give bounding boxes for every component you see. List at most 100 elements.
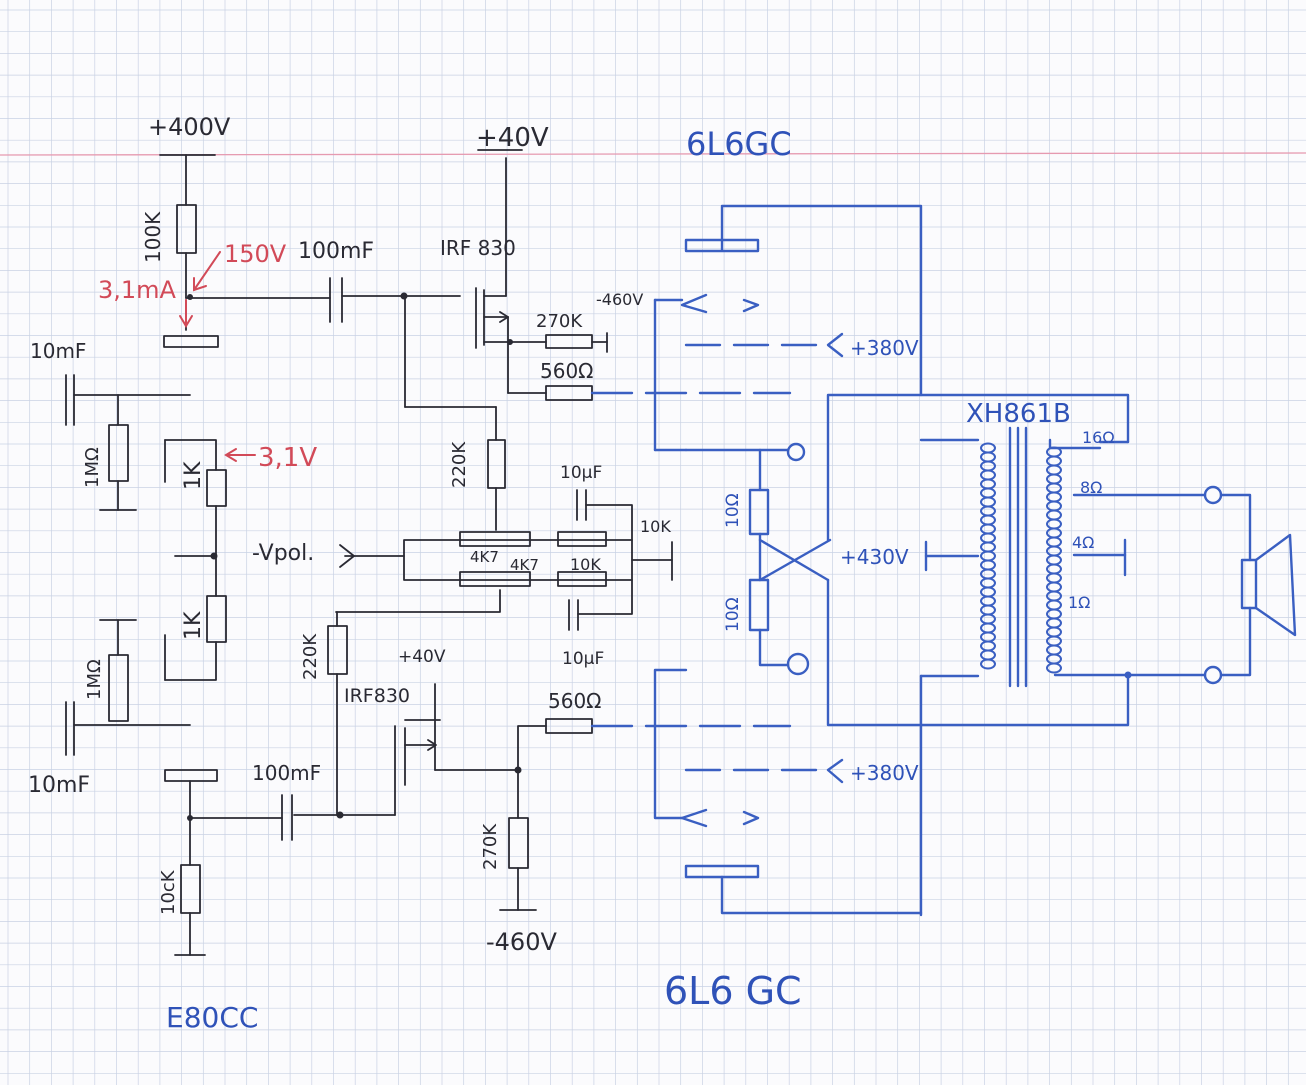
coil-turn [1046, 455, 1062, 467]
coil-turn [1046, 644, 1062, 656]
mos-arrow [427, 739, 437, 751]
label-r-10k-b: 10K [570, 555, 601, 574]
test-point-top[interactable] [786, 442, 806, 462]
wire [653, 668, 688, 820]
coil-turn [1046, 473, 1062, 485]
coil-turn [980, 586, 996, 598]
label-c-bias-bot: 10μF [562, 649, 604, 669]
label-r-grid-bot: 560Ω [548, 689, 601, 713]
resistor-1k-top [206, 469, 227, 507]
label-supply-top-ecc: +400V [148, 113, 231, 141]
wire [1048, 438, 1102, 450]
label-r-cath-top: 1K [181, 461, 206, 490]
output-stage: 6L6GC 6L6 GC E80CC +380V +380V XH861B 16… [166, 125, 1297, 1034]
tube-label-top: 6L6GC [686, 125, 792, 163]
margin-line [0, 152, 1306, 156]
coil-turn [1046, 662, 1062, 674]
transformer-secondary [1046, 446, 1062, 674]
resistor-1m-bottom [108, 654, 129, 722]
coil-turn [1046, 554, 1062, 566]
resistor-10k-a [557, 531, 607, 547]
output-terminal-8[interactable] [1203, 485, 1223, 505]
label-tap-16: 16Ω [1082, 428, 1115, 447]
label-r-anode-top: 100K [141, 211, 165, 263]
coil-turn [980, 451, 996, 463]
coil-turn [980, 595, 996, 607]
coil-turn [980, 505, 996, 517]
arrow-line [193, 251, 221, 291]
label-supply-top-mos: +40V [476, 123, 549, 153]
wire [164, 439, 217, 471]
label-tap-4: 4Ω [1072, 533, 1094, 552]
coil-turn [980, 577, 996, 589]
coil-turn [980, 523, 996, 535]
tube-label-bottom: 6L6 GC [664, 969, 802, 1013]
coil-turn [980, 496, 996, 508]
arrow-head [193, 277, 207, 292]
transformer-primary [980, 442, 996, 670]
label-r-4k7-b: 4K7 [510, 556, 539, 574]
test-point-bot[interactable] [786, 652, 810, 676]
wire [1219, 493, 1252, 562]
resistor-10-top [748, 488, 770, 536]
label-neg-top: -460V [596, 290, 643, 309]
coil-turn [1046, 635, 1062, 647]
label-mos-top: IRF 830 [440, 236, 516, 260]
tube-grid-top-b [742, 298, 760, 313]
label-r-cathode-10a: 10Ω [723, 493, 743, 528]
label-r-bias-bot: 220K [300, 633, 321, 680]
coil-turn [1046, 653, 1062, 665]
note-cathode-voltage: 3,1V [258, 443, 317, 473]
coil-turn [980, 613, 996, 625]
label-c-coupling-top: 100mF [298, 239, 374, 264]
wire [826, 578, 1130, 727]
label-bias-in: -Vpol. [252, 541, 314, 566]
coil-turn [1046, 527, 1062, 539]
label-supply-mos-bot: +40V [398, 647, 446, 667]
resistor-100k-top [176, 204, 197, 254]
wire [1219, 606, 1252, 677]
resistor-270k-bottom [508, 817, 529, 869]
resistor-10k-b [557, 571, 607, 587]
label-r-bias-top: 220K [449, 441, 470, 488]
coil-turn [1046, 482, 1062, 494]
wire [577, 579, 633, 615]
label-mos-bot: IRF830 [344, 685, 410, 707]
label-r-cathode-10b: 10Ω [723, 597, 743, 632]
wire [684, 448, 762, 492]
driver-section: +400V +40V 100K 100mF IRF 830 270K -460V… [28, 113, 673, 956]
coil-turn [1046, 572, 1062, 584]
junction-dot [1124, 671, 1132, 679]
driver-tube-label: E80CC [166, 1001, 258, 1034]
junction-dot [187, 294, 193, 300]
speaker-icon [1240, 558, 1258, 610]
coil-turn [1046, 536, 1062, 548]
tube-anode-bottom [164, 769, 218, 782]
coil-turn [980, 469, 996, 481]
arrow-head [224, 448, 237, 462]
label-g2-bot: +380V [850, 761, 919, 785]
note-anode-current: 3,1mA [98, 276, 177, 304]
arrow-head [179, 315, 193, 328]
label-c-input-top: 10mF [30, 339, 86, 363]
arrow-bias-in [339, 544, 355, 568]
label-r-cath-bot: 1K [181, 611, 206, 640]
label-tap-1: 1Ω [1068, 593, 1090, 612]
junction-dot [507, 339, 513, 345]
label-r-gate-top: 270K [536, 311, 583, 332]
resistor-220k-top [487, 439, 506, 489]
coil-turn [1046, 617, 1062, 629]
label-tap-8: 8Ω [1080, 478, 1102, 497]
coil-turn [980, 640, 996, 652]
coil-turn [980, 541, 996, 553]
resistor-100k-bottom [180, 864, 201, 914]
output-terminal-com[interactable] [1203, 665, 1223, 685]
coil-turn [1046, 608, 1062, 620]
wire [826, 393, 1130, 542]
tube-grid-bot-b [742, 810, 760, 826]
coil-turn [1046, 581, 1062, 593]
junction-dot [400, 292, 408, 300]
coil-turn [980, 622, 996, 634]
resistor-560-top [545, 385, 593, 401]
speaker-cone [1254, 533, 1297, 637]
